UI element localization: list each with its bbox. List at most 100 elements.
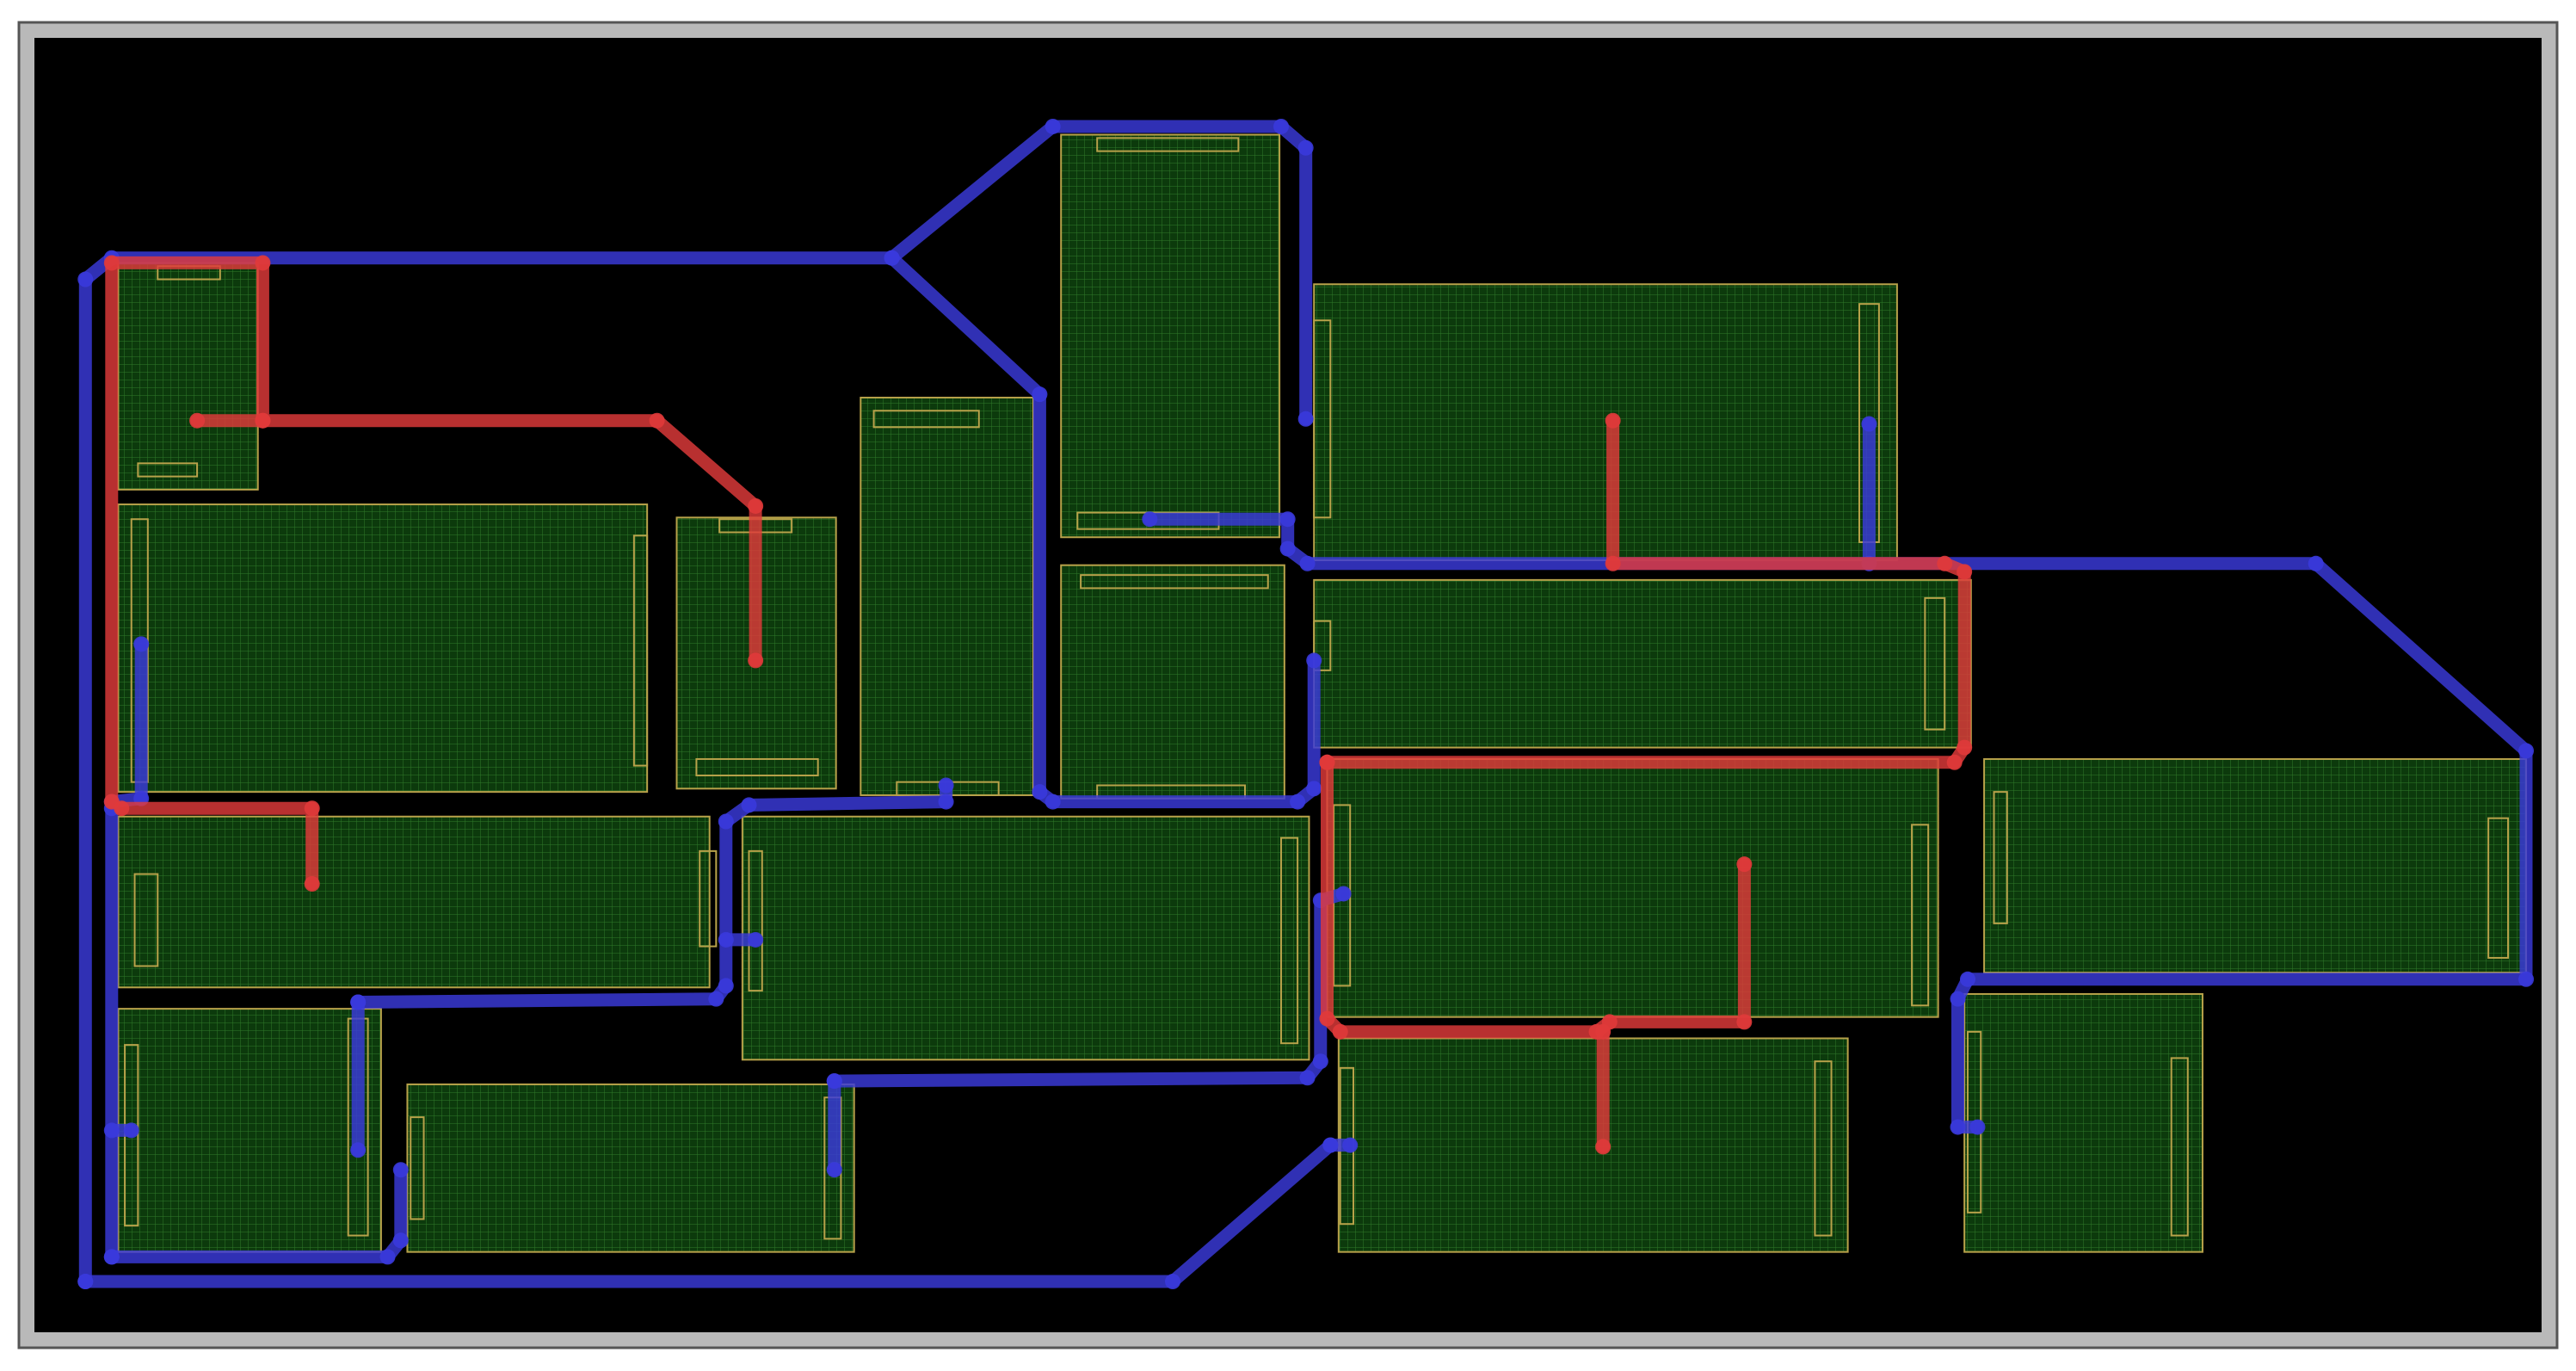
pin-strip [2487,817,2510,959]
wire-via [1299,555,1316,571]
wire-via [649,412,665,429]
pin-strip [1993,791,2008,924]
wire-via [1312,1053,1328,1070]
wire-via [826,1162,842,1178]
wire-via [392,1232,409,1249]
wire-via [255,255,271,271]
wire-via [350,994,367,1010]
wire-via [718,978,734,994]
wire-via [1165,1274,1181,1290]
pin-strip [1096,137,1240,152]
wire-via [1297,139,1314,156]
wire-via [1861,416,1877,432]
wire-via [1950,991,1966,1007]
wires-layer [77,118,2535,1290]
wire-via [1950,1119,1966,1135]
wire-via [1306,781,1322,797]
wire-via [1032,784,1048,800]
wire-via [1969,1119,1986,1135]
wire-via [1736,1014,1753,1030]
pin-strip [632,534,649,767]
macro-block [1060,133,1281,539]
wire-via [114,800,130,817]
wire-via [718,931,734,948]
wire-via [1299,1070,1316,1086]
wire-via [103,1122,120,1139]
pin-strip [748,849,763,992]
wire-via [1032,386,1048,403]
wire-via [1595,1023,1612,1040]
wire-via [938,777,954,794]
wire-via [1605,555,1621,571]
macro-block [860,396,1034,796]
pin-strip [695,757,819,777]
wire-via [1319,754,1335,770]
wire-via [1332,1023,1348,1040]
wire-via [123,1122,139,1139]
macro-block [741,815,1310,1061]
wire-via [379,1249,396,1265]
macro-block [406,1083,855,1253]
wire-via [718,813,734,830]
wire-via [1957,739,1973,756]
pin-strip [872,410,980,429]
wire-via [133,636,150,652]
pin-strip [2170,1057,2189,1237]
wire-via [708,991,724,1007]
pin-strip [699,849,718,948]
pin-strip [1814,1060,1833,1237]
wire-via [1290,794,1306,810]
macro-block [1060,564,1285,800]
wire-via [748,652,764,669]
wire-via [748,931,764,948]
pin-strip [133,873,159,967]
pin-strip [1313,319,1332,519]
wire-via [77,1274,94,1290]
wire-via [2518,743,2535,759]
wire-via [1322,1137,1339,1153]
pin-strip [410,1116,425,1220]
wire-via [1297,411,1314,427]
wire-via [826,1073,842,1090]
wire-via [103,1249,120,1265]
wire-via [304,876,320,892]
wire-via [1142,511,1158,528]
wire-via [1959,971,1975,987]
macro-block [117,262,259,491]
macro-block [117,503,649,794]
wire-via [741,797,757,813]
wire-via [1946,754,1963,770]
pin-strip [1080,574,1269,590]
wire-via [189,412,206,429]
wire-via [1335,886,1352,902]
wire-via [1957,564,1973,580]
wire-via [1306,652,1322,669]
blocks-layer [117,133,2528,1253]
wire-blue [105,1163,408,1263]
wire-via [2308,555,2324,571]
wire-via [1342,1137,1359,1153]
wire-via [1279,540,1296,557]
wire-via [1595,1139,1612,1155]
macro-block [1983,757,2528,974]
wire-via [350,1142,367,1158]
macro-block [1326,757,1939,1018]
pin-strip [1924,596,1946,731]
wire-via [392,1162,409,1178]
wire-via [255,412,271,429]
macro-block [1337,1037,1849,1253]
pin-strip [137,462,199,478]
wire-via [1605,412,1621,429]
wire-via [1937,555,1953,571]
pin-strip [1911,824,1930,1007]
macro-block [1963,992,2203,1253]
pin-strip [1280,837,1299,1045]
macro-block [117,815,711,989]
wire-via [748,497,764,514]
pins-layer [124,137,2510,1240]
wire-via [1273,118,1290,134]
wire-via [1045,118,1061,134]
wire-via [884,250,900,266]
